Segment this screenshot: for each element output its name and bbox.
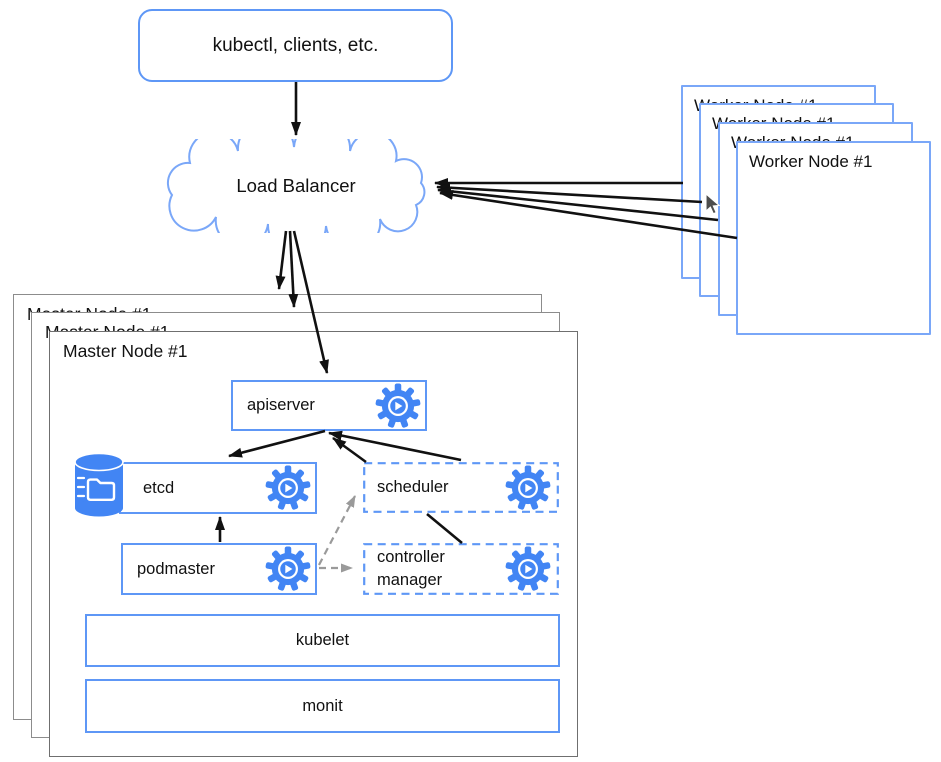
controller-manager-label: controller manager	[377, 548, 445, 589]
component-kubelet: kubelet	[85, 614, 560, 667]
component-controller-manager: controller manager	[363, 543, 559, 595]
master-node-title: Master Node #1	[63, 341, 188, 361]
component-podmaster: podmaster	[121, 543, 317, 595]
daemon-gear-icon	[505, 465, 551, 511]
monit-label: monit	[302, 696, 343, 715]
component-apiserver: apiserver	[231, 380, 427, 431]
load-balancer-label: Load Balancer	[236, 175, 356, 196]
apiserver-label: apiserver	[247, 396, 315, 414]
component-scheduler: scheduler	[363, 462, 559, 513]
load-balancer-cloud: Load Balancer	[158, 120, 434, 255]
component-etcd: etcd	[119, 462, 317, 514]
daemon-gear-icon	[505, 546, 551, 592]
arrow-worker3-to-loadbalancer	[436, 182, 703, 204]
scheduler-label: scheduler	[377, 478, 449, 496]
worker-node-box-1: Worker Node #1	[736, 141, 931, 335]
database-folder-icon	[73, 452, 125, 518]
kubelet-label: kubelet	[295, 631, 350, 649]
daemon-gear-icon	[375, 383, 421, 429]
daemon-gear-icon	[265, 465, 311, 511]
client-box-label: kubectl, clients, etc.	[212, 34, 379, 56]
arrow-worker2-to-loadbalancer	[437, 186, 719, 222]
component-monit: monit	[85, 679, 560, 733]
etcd-label: etcd	[143, 478, 175, 497]
daemon-gear-icon	[265, 546, 311, 592]
arrow-loadbalancer-to-master-back	[275, 230, 288, 290]
podmaster-label: podmaster	[137, 559, 215, 578]
worker-node-title: Worker Node #1	[749, 152, 873, 171]
client-box: kubectl, clients, etc.	[138, 9, 453, 82]
